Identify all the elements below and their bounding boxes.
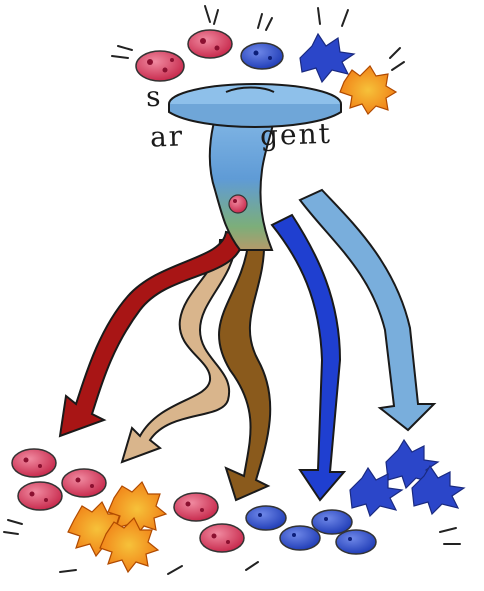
motion-lines-top [111, 5, 405, 71]
red-cell [17, 481, 63, 511]
spiky-cell [349, 466, 404, 518]
red-cell [11, 448, 57, 478]
top-orange-cell [339, 65, 398, 115]
blue-cell [245, 505, 287, 531]
arrow-brown-lineage [218, 238, 272, 502]
stem-disc [168, 83, 342, 128]
top-blue-cell [240, 42, 284, 70]
arrow-red-lineage [58, 230, 246, 438]
spiky-cell [411, 464, 466, 516]
arrow-blue-lineage [270, 213, 347, 502]
word-fragment-gent: gent [259, 116, 333, 153]
motion-lines-bottom [3, 519, 461, 575]
word-fragment-s: s [145, 79, 163, 114]
top-red-cell-left [135, 50, 185, 82]
blue-cell [335, 529, 377, 555]
bottom-blue-cells [245, 505, 377, 555]
bottom-orange-cells [67, 480, 168, 574]
bottom-spiky-cells [349, 438, 466, 518]
red-cell [199, 523, 245, 553]
blue-cell [279, 525, 321, 551]
arrow-lightblue-lineage [298, 188, 437, 432]
red-cell-in-trunk [228, 194, 248, 214]
word-fragment-ar: ar [149, 119, 185, 154]
orange-cell [99, 516, 160, 574]
red-cell [173, 492, 219, 522]
bottom-red-cells [11, 448, 245, 553]
blue-cell [311, 509, 353, 535]
top-red-cell-center [187, 29, 233, 59]
arrow-tan-lineage [120, 239, 238, 464]
stem-cell-trunk [208, 91, 277, 251]
top-spiky-cell [299, 32, 356, 84]
red-cell [61, 468, 107, 498]
